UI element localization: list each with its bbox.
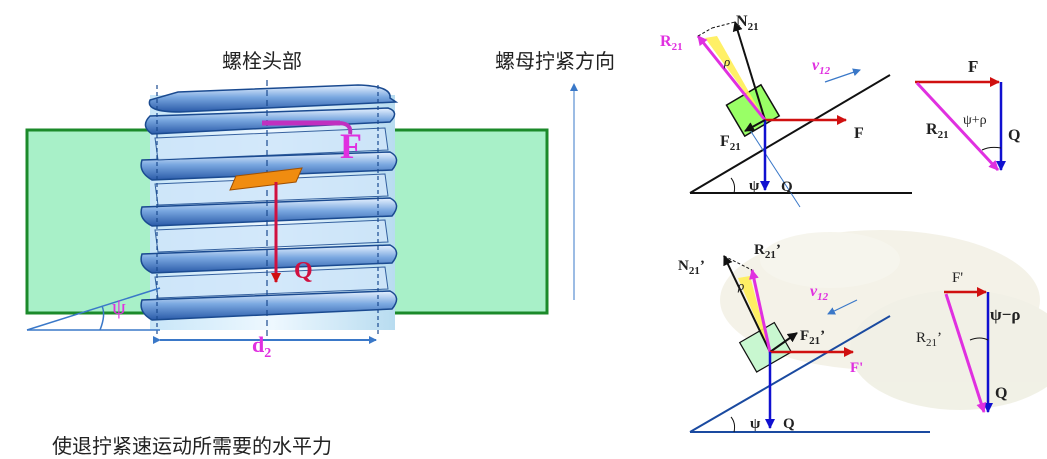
- tighten-F-label: F: [854, 125, 864, 142]
- nut-direction-caption: 螺母拧紧方向: [495, 49, 615, 73]
- loosen-v12-label: v12: [810, 283, 829, 303]
- force-Q-label: Q: [294, 258, 313, 284]
- loosen-psi-label: ψ: [750, 416, 761, 432]
- diameter-label: d2: [252, 332, 271, 361]
- loosening-force-triangle: F' ψ−ρ R21’ Q: [916, 270, 1020, 413]
- loosen-F21-label: F21’: [800, 328, 825, 347]
- thread-coils: [140, 84, 399, 321]
- tighten-R21-label: R21: [660, 33, 683, 53]
- tighten-psi-label: ψ: [749, 178, 760, 194]
- triangle-angle-label: ψ+ρ: [963, 113, 987, 128]
- bolt-head-caption: 螺栓头部: [222, 49, 302, 73]
- tighten-block: [725, 83, 781, 138]
- tighten-rho-label: ρ: [723, 54, 730, 69]
- loosen-block: [738, 321, 793, 373]
- tightening-incline-diagram: N21 R21 v12 ρ F21 F ψ Q: [660, 13, 912, 208]
- triangle-R21-label: R21: [926, 121, 949, 141]
- tighten-v12-label: v12: [812, 57, 831, 77]
- loosen-triangle-Q-label: Q: [995, 385, 1007, 402]
- triangle-Q-label: Q: [1008, 127, 1020, 144]
- tighten-N21-label: N21: [736, 13, 759, 33]
- loosen-N21-label: N21’: [678, 258, 705, 277]
- loosen-triangle-R21-label: R21’: [916, 330, 942, 349]
- force-F-label: F: [340, 126, 362, 166]
- tighten-Q-label: Q: [781, 179, 793, 195]
- loosen-Q-label: Q: [783, 416, 795, 432]
- loosen-R21-label: R21’: [754, 242, 781, 261]
- thread-mechanics-diagram: F Q ψ d2 N21 R21 v12 ρ F21 F ψ Q: [25, 13, 1047, 433]
- triangle-F-label: F: [968, 57, 978, 76]
- loosen-rho-label: ρ: [737, 278, 744, 293]
- loosen-triangle-angle-label: ψ−ρ: [990, 305, 1020, 324]
- loosening-incline-diagram: N21’ R21’ v12 ρ F21’ F' ψ Q: [678, 242, 930, 433]
- helix-angle-label: ψ: [112, 294, 126, 319]
- tightening-force-triangle: F R21 ψ+ρ Q: [915, 57, 1020, 172]
- loosen-triangle-F-label: F': [952, 270, 963, 286]
- bolt-figure: F Q ψ d2: [25, 80, 578, 361]
- loosen-F-label: F': [850, 360, 863, 376]
- nut-element: [229, 167, 303, 191]
- tighten-F21-label: F21: [720, 133, 741, 153]
